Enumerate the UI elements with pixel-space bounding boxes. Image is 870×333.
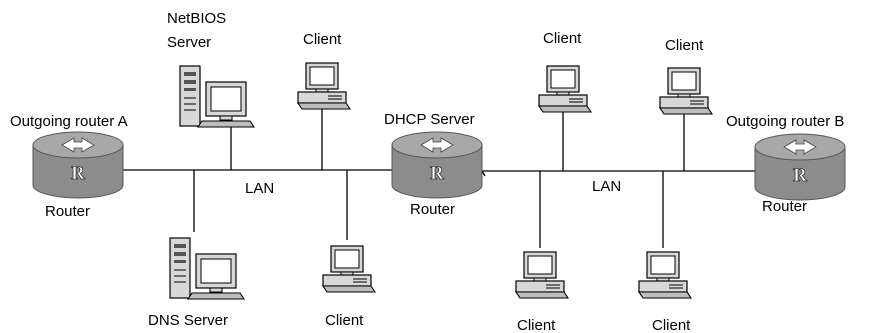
client-bottom-3-label: Client [652,317,691,333]
lan-left-label: LAN [245,180,274,197]
client-bottom-3-icon [638,251,692,299]
outgoing-router-b-label: Outgoing router B [726,113,844,130]
router-center: R [391,131,483,199]
netbios-server-label-line2: Server [167,34,211,51]
router-emblem: R [71,163,85,184]
router-left: R [32,131,124,199]
dhcp-link-tick [481,170,486,177]
router-right: R [754,133,846,201]
client-top-1-icon [297,62,351,110]
client-bottom-2-icon [515,251,569,299]
router-right-label: Router [762,198,807,215]
client-top-3-label: Client [665,37,704,54]
outgoing-router-a-label: Outgoing router A [10,113,128,130]
client-bottom-1-label: Client [325,312,364,329]
netbios-server-icon [179,65,255,128]
client-top-2-label: Client [543,30,582,47]
lan-backbone [120,108,765,248]
client-top-1-label: Client [303,31,342,48]
router-emblem: R [430,163,444,184]
router-center-label: Router [410,201,455,218]
client-top-2-icon [538,65,592,113]
client-bottom-1-icon [322,245,376,293]
dhcp-server-label: DHCP Server [384,111,475,128]
dns-server-icon [169,237,245,300]
client-top-3-icon [659,67,713,115]
client-bottom-2-label: Client [517,317,556,333]
lan-right-label: LAN [592,178,621,195]
netbios-server-label-line1: NetBIOS [167,10,226,27]
dns-server-label: DNS Server [148,312,228,329]
router-emblem: R [793,165,807,186]
router-left-label: Router [45,203,90,220]
